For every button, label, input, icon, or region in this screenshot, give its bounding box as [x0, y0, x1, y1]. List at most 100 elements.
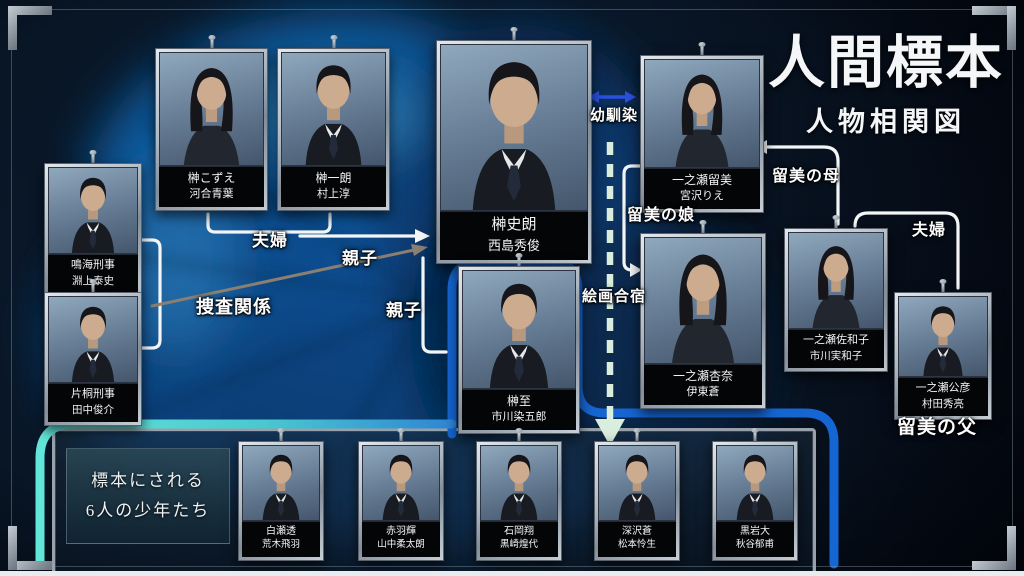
group-label-line2: 6人の少年たち — [85, 501, 211, 520]
portrait-photo — [242, 445, 320, 521]
person-card-fukazawa-aoi: 深沢蒼 松本怜生 — [594, 428, 680, 561]
portrait-photo — [440, 44, 588, 212]
character-name: 黒岩大 — [740, 525, 770, 537]
name-plate: 深沢蒼 松本怜生 — [598, 520, 676, 557]
pin-icon — [208, 35, 215, 48]
actor-name: 市川実和子 — [809, 350, 863, 362]
portrait-photo — [598, 445, 676, 521]
character-name: 榊史朗 — [491, 217, 537, 234]
portrait-photo — [48, 167, 138, 254]
person-card-ichinose-anna: 一之瀬杏奈 伊東蒼 — [640, 220, 766, 409]
portrait-photo — [716, 445, 794, 521]
person-card-ichinose-kimihiko: 一之瀬公彦 村田秀亮 — [894, 279, 992, 420]
character-name: 深沢蒼 — [622, 525, 652, 537]
group-label-line1: 標本にされる — [91, 471, 205, 491]
portrait-photo — [462, 270, 576, 389]
person-silhouette-icon — [599, 448, 675, 521]
person-card-ichinose-sawako: 一之瀬佐和子 市川実和子 — [784, 215, 888, 372]
actor-name: 河合青葉 — [189, 188, 234, 201]
label-osananajimi: 幼馴染 — [590, 108, 639, 124]
label-oyako-vertical: 親子 — [386, 301, 422, 320]
portrait-photo — [281, 52, 386, 166]
person-silhouette-icon — [645, 62, 759, 168]
pin-icon — [277, 428, 285, 441]
person-silhouette-icon — [160, 55, 263, 166]
pin-icon — [832, 215, 840, 228]
pin-icon — [515, 428, 523, 441]
person-silhouette-icon — [899, 299, 987, 377]
actor-name: 山中柔太朗 — [377, 540, 425, 551]
page-title: 人間標本 — [768, 32, 1004, 95]
label-kaiga-gasshuku: 絵画合宿 — [582, 289, 647, 305]
character-name: 榊至 — [506, 393, 531, 408]
pin-icon — [633, 428, 641, 441]
character-name: 白瀬透 — [266, 525, 296, 537]
person-silhouette-icon — [441, 47, 587, 211]
portrait-photo — [898, 296, 988, 377]
name-plate: 榊史朗 西島秀俊 — [440, 211, 588, 260]
person-card-katagiri: 片桐刑事 田中俊介 — [44, 279, 142, 426]
actor-name: 市川染五郎 — [491, 411, 547, 424]
label-fufu-left: 夫婦 — [252, 231, 288, 250]
name-plate: 赤羽輝 山中柔太朗 — [362, 520, 440, 557]
label-oyako-arrow: 親子 — [342, 249, 378, 268]
person-card-shirase-toru: 白瀬透 荒木飛羽 — [238, 428, 324, 561]
person-card-sakaki-shiro: 榊史朗 西島秀俊 — [436, 27, 592, 264]
actor-name: 村田秀亮 — [922, 398, 964, 410]
actor-name: 松本怜生 — [617, 540, 656, 551]
person-silhouette-icon — [789, 235, 883, 329]
name-plate: 白瀬透 荒木飛羽 — [242, 520, 320, 557]
actor-name: 西島秀俊 — [487, 238, 540, 254]
portrait-photo — [48, 296, 138, 383]
person-silhouette-icon — [363, 448, 439, 521]
actor-name: 黒崎煌代 — [499, 540, 538, 551]
group-label-box: 標本にされる 6人の少年たち — [66, 448, 230, 544]
character-name: 一之瀬公彦 — [915, 381, 971, 394]
person-silhouette-icon — [463, 273, 575, 389]
name-plate: 片桐刑事 田中俊介 — [48, 382, 138, 422]
portrait-photo — [788, 232, 884, 329]
pin-icon — [89, 150, 97, 163]
character-name: 榊一朗 — [315, 170, 352, 185]
name-plate: 一之瀬杏奈 伊東蒼 — [644, 363, 762, 405]
name-plate: 榊一朗 村上淳 — [281, 165, 386, 207]
character-name: 一之瀬杏奈 — [672, 368, 733, 383]
person-card-sakaki-kozue: 榊こずえ 河合青葉 — [155, 35, 268, 211]
bottom-edge-strip — [0, 571, 1024, 576]
label-rumi-no-chichi: 留美の父 — [897, 417, 978, 438]
title-block: 人間標本 人物相関図 — [760, 30, 1012, 139]
portrait-photo — [362, 445, 440, 521]
pin-icon — [515, 253, 523, 266]
person-silhouette-icon — [243, 448, 319, 521]
person-card-sakaki-ichiro: 榊一朗 村上淳 — [277, 35, 390, 211]
person-silhouette-icon — [49, 170, 137, 254]
pin-icon — [330, 35, 337, 48]
label-rumi-no-haha: 留美の母 — [772, 168, 841, 185]
name-plate: 一之瀬公彦 村田秀亮 — [898, 376, 988, 416]
portrait-photo — [159, 52, 264, 166]
label-rumi-no-musume: 留美の娘 — [627, 207, 696, 224]
actor-name: 秋谷郁甫 — [735, 540, 774, 551]
name-plate: 一之瀬留美 宮沢りえ — [644, 167, 760, 209]
pin-icon — [699, 220, 707, 233]
person-silhouette-icon — [717, 448, 793, 521]
pin-icon — [939, 279, 947, 292]
pin-icon — [751, 428, 759, 441]
actor-name: 村上淳 — [317, 188, 350, 201]
label-sousa-kankei: 捜査関係 — [196, 297, 272, 317]
character-name: 石岡翔 — [504, 525, 534, 537]
person-card-kuroiwa-dai: 黒岩大 秋谷郁甫 — [712, 428, 798, 561]
character-name: 一之瀬留美 — [671, 172, 732, 187]
character-name: 赤羽輝 — [386, 525, 416, 537]
character-name: 一之瀬佐和子 — [803, 333, 869, 346]
name-plate: 榊こずえ 河合青葉 — [159, 165, 264, 207]
person-silhouette-icon — [282, 55, 385, 166]
actor-name: 田中俊介 — [72, 404, 114, 416]
character-name: 片桐刑事 — [71, 387, 115, 400]
portrait-photo — [480, 445, 558, 521]
label-fufu-right: 夫婦 — [912, 222, 947, 239]
name-plate: 石岡翔 黒崎煌代 — [480, 520, 558, 557]
person-silhouette-icon — [481, 448, 557, 521]
pin-icon — [510, 27, 518, 40]
